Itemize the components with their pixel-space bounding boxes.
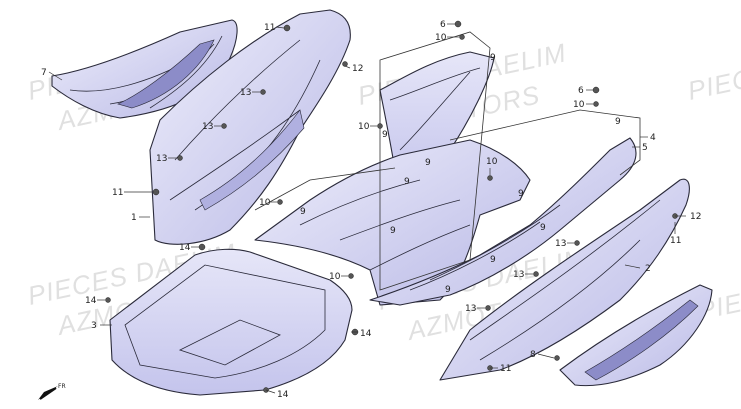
callout-11: 11 (670, 236, 681, 246)
callout-13: 13 (555, 239, 566, 249)
leader-lines (48, 23, 686, 394)
callout-13: 13 (202, 122, 213, 132)
callout-11: 11 (500, 364, 511, 374)
part-4-5-right-floor-frame (369, 137, 637, 306)
part-1-left-side-cover (149, 9, 351, 245)
callout-2: 2 (645, 264, 651, 274)
front-label: FR (58, 383, 66, 390)
callout-10: 10 (358, 122, 370, 132)
callout-10: 10 (259, 198, 271, 208)
callout-3: 3 (91, 321, 97, 331)
callout-11: 11 (264, 23, 275, 33)
callout-9: 9 (390, 226, 396, 236)
callout-12: 12 (690, 212, 701, 222)
callout-10: 10 (573, 100, 585, 110)
part-3-under-tray (109, 248, 353, 396)
callout-10: 10 (435, 33, 447, 43)
callout-14: 14 (85, 296, 97, 306)
callout-7: 7 (41, 68, 47, 78)
callout-6: 6 (578, 86, 584, 96)
watermark-text: PIECES DAELIM (685, 32, 741, 106)
callout-9: 9 (615, 117, 621, 127)
callout-13: 13 (240, 88, 251, 98)
front-direction-indicator: FR (38, 383, 66, 400)
callout-9: 9 (300, 207, 306, 217)
callout-10: 10 (329, 272, 341, 282)
callout-1: 1 (131, 213, 137, 223)
callout-14: 14 (277, 390, 289, 400)
callout-6: 6 (440, 20, 446, 30)
callout-9: 9 (382, 130, 388, 140)
callout-14: 14 (360, 329, 372, 339)
callout-labels: 7 11 12 13 13 13 11 1 6 10 9 10 9 9 9 10… (41, 20, 701, 400)
callout-9: 9 (518, 189, 524, 199)
callout-14: 14 (179, 243, 191, 253)
callout-9: 9 (540, 223, 546, 233)
callout-11: 11 (112, 188, 123, 198)
callout-13: 13 (465, 304, 476, 314)
part-2-right-side-cover (439, 178, 690, 381)
callout-13: 13 (156, 154, 167, 164)
callout-13: 13 (513, 270, 524, 280)
callout-9: 9 (445, 285, 451, 295)
callout-10: 10 (486, 157, 498, 167)
callout-8: 8 (530, 350, 536, 360)
callout-9: 9 (404, 177, 410, 187)
part-8-floor-mat (559, 284, 713, 387)
callout-5: 5 (642, 143, 648, 153)
callout-9: 9 (490, 53, 496, 63)
callout-9: 9 (490, 255, 496, 265)
callout-4: 4 (650, 133, 656, 143)
callout-9: 9 (425, 158, 431, 168)
callout-12: 12 (352, 64, 363, 74)
